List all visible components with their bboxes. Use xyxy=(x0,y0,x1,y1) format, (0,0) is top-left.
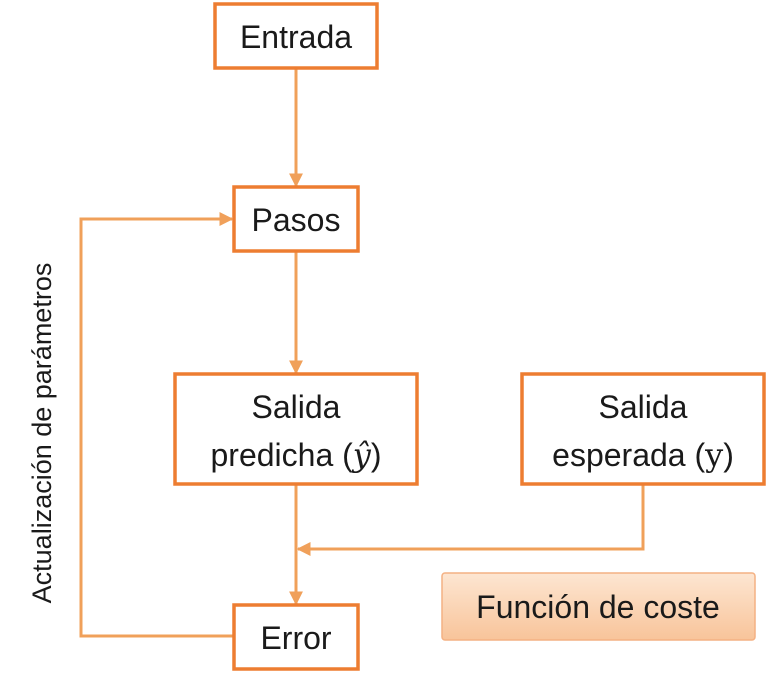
node-pasos: Pasos xyxy=(232,185,360,253)
node-pasos-label: Pasos xyxy=(252,202,341,238)
node-salida-predicha-symbol: ŷ xyxy=(351,436,372,474)
node-salida-esperada-line1: Salida xyxy=(599,389,688,425)
node-salida-esperada-line2-text: esperada ( xyxy=(552,437,705,473)
node-salida-esperada-box xyxy=(520,372,766,486)
node-error: Error xyxy=(232,603,360,671)
node-salida-esperada: Salida esperada (y) xyxy=(520,372,766,486)
node-salida-esperada-symbol: y xyxy=(704,436,723,474)
node-salida-esperada-line2: esperada (y) xyxy=(552,436,734,474)
node-salida-predicha-box xyxy=(173,372,419,486)
arrow-feedback-error-to-pasos xyxy=(79,212,234,638)
connectors xyxy=(79,68,645,638)
node-salida-predicha-line2-text: predicha ( xyxy=(210,437,353,473)
node-pasos-box xyxy=(232,185,360,253)
node-error-label: Error xyxy=(260,620,331,656)
loss-function-label: Función de coste xyxy=(476,589,720,625)
node-entrada: Entrada xyxy=(213,2,379,70)
loss-function-badge: Función de coste xyxy=(441,572,756,641)
node-salida-predicha: Salida predicha (ŷ) xyxy=(173,372,419,486)
node-salida-predicha-line2: predicha (ŷ) xyxy=(210,436,381,474)
feedback-label: Actualización de parámetros xyxy=(27,263,57,604)
node-salida-predicha-line1: Salida xyxy=(252,389,341,425)
node-error-box xyxy=(232,603,360,671)
node-entrada-box xyxy=(213,2,379,70)
node-salida-esperada-close: ) xyxy=(723,437,734,473)
loss-function-box xyxy=(441,572,756,641)
node-salida-predicha-close: ) xyxy=(371,437,382,473)
node-entrada-label: Entrada xyxy=(240,19,352,55)
arrow-salida-esperada-to-error xyxy=(296,485,645,556)
